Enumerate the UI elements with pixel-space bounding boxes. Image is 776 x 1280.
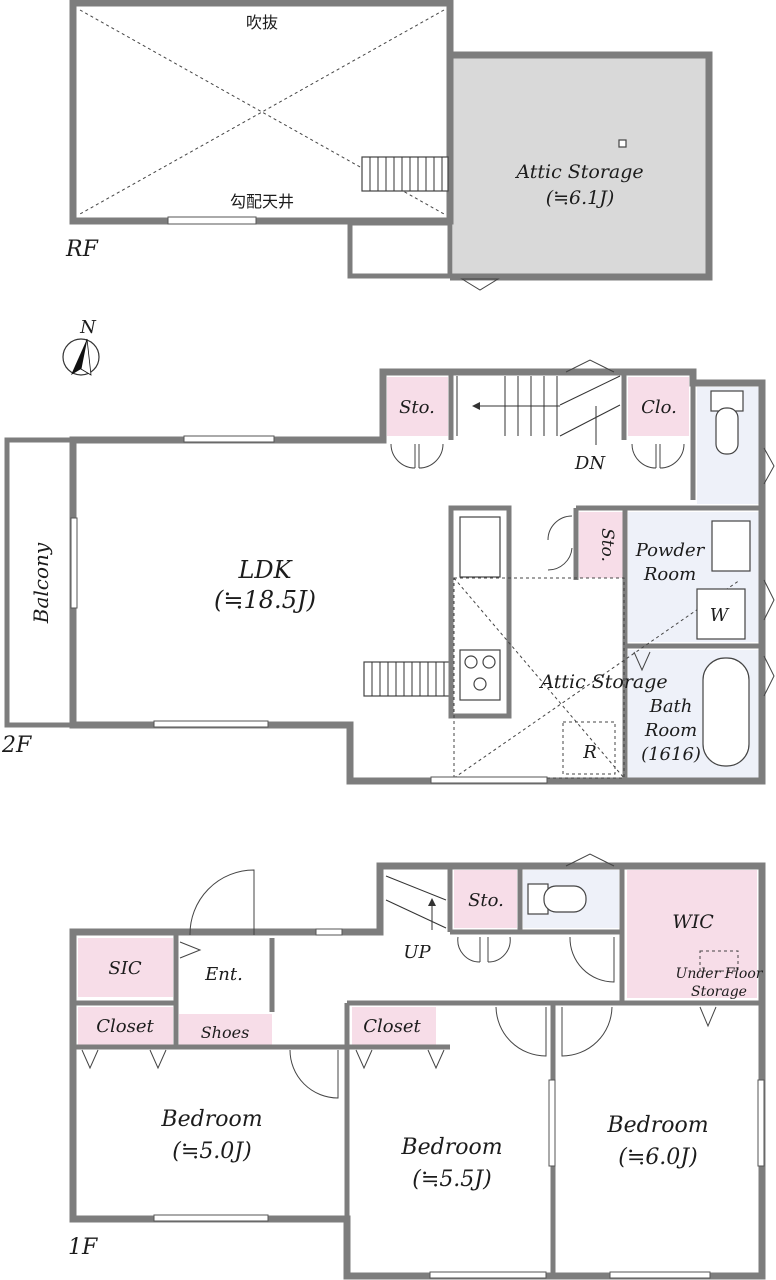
dn-label: DN	[574, 453, 606, 474]
rf-attic-size: (≒6.1J)	[546, 187, 615, 209]
bed2-size: (≒5.5J)	[412, 1167, 491, 1192]
sic-label: SIC	[108, 958, 141, 979]
up-label: UP	[403, 942, 431, 963]
washer-label: W	[710, 605, 730, 626]
f2-stairs	[456, 375, 621, 445]
roof-floor: 吹抜 勾配天井 Attic Storage (≒6.1J) RF	[65, 0, 713, 291]
roof-hatch-label: R	[582, 742, 597, 763]
closet2-label: Closet	[363, 1016, 421, 1037]
ufs-label-2: Storage	[691, 984, 747, 1000]
rf-floor-label: RF	[65, 237, 99, 262]
shoes-label: Shoes	[201, 1023, 250, 1042]
bed2-label: Bedroom	[400, 1135, 502, 1160]
first-floor: Sto. WIC Under Floor Storage SIC Ent. UP…	[68, 853, 766, 1280]
void-label: 吹抜	[246, 13, 278, 32]
north-label: N	[79, 317, 97, 338]
bed3-label: Bedroom	[606, 1113, 708, 1138]
f1-sto-label: Sto.	[468, 890, 504, 911]
ldk-size: (≒18.5J)	[214, 586, 316, 614]
rf-stairs	[361, 156, 449, 192]
bed1-label: Bedroom	[160, 1107, 262, 1132]
powder-label-2: Room	[643, 564, 696, 585]
rf-attic-label: Attic Storage	[514, 161, 643, 183]
powder-label-1: Powder	[635, 540, 706, 561]
bed1-size: (≒5.0J)	[172, 1139, 251, 1164]
ldk-label: LDK	[237, 556, 293, 584]
north-arrow-icon: N	[62, 317, 100, 376]
second-floor: N	[1, 317, 775, 785]
bath-label-2: Room	[644, 720, 697, 741]
f2-floor-label: 2F	[1, 733, 32, 758]
bath-label-3: (1616)	[641, 744, 701, 765]
clo-label: Clo.	[641, 397, 677, 418]
attic-label: Attic Storage	[538, 671, 667, 693]
ceiling-label: 勾配天井	[230, 192, 294, 211]
balcony-label: Balcony	[29, 542, 53, 624]
attic-storage-area	[453, 57, 709, 277]
bath-label-1: Bath	[649, 696, 693, 717]
closet1-label: Closet	[96, 1016, 154, 1037]
ufs-label-1: Under Floor	[676, 966, 764, 982]
f1-floor-label: 1F	[68, 1235, 98, 1260]
void-area	[69, 0, 454, 225]
ent-label: Ent.	[204, 964, 243, 985]
wic-label: WIC	[672, 911, 714, 933]
bed3-size: (≒6.0J)	[618, 1145, 697, 1170]
sto1-label: Sto.	[399, 397, 435, 418]
sto2-label: Sto.	[597, 528, 617, 562]
